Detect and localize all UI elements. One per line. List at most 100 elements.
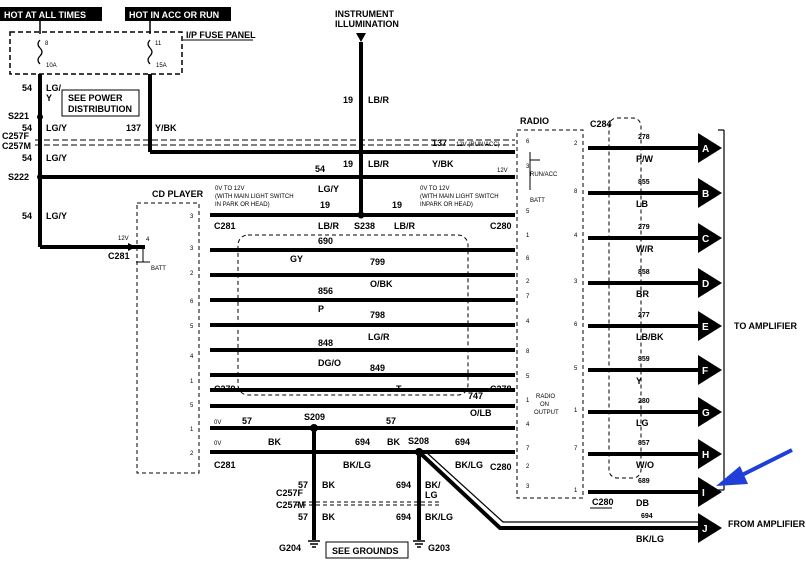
svg-text:15A: 15A (156, 63, 167, 69)
wire-label: T (396, 384, 402, 394)
radio-pin-label: 1 (526, 233, 530, 239)
svg-text:694: 694 (455, 437, 470, 447)
svg-text:694: 694 (396, 480, 411, 490)
svg-text:57: 57 (386, 416, 396, 426)
amp-color-label: LB (636, 199, 648, 209)
svg-text:IN PARK OR HEAD): IN PARK OR HEAD) (215, 202, 270, 208)
splice-s209: S209 (304, 412, 325, 422)
radio-pin-label: 5 (526, 374, 530, 380)
svg-text:19: 19 (343, 95, 353, 105)
connector-arrow-g (698, 397, 722, 427)
radio-pin-label: 3 (574, 279, 578, 285)
svg-text:(WITH MAIN LIGHT SWITCH: (WITH MAIN LIGHT SWITCH (215, 194, 294, 200)
svg-text:0V: 0V (214, 420, 221, 426)
cd-pin-label: 3 (190, 214, 194, 220)
radio-pin-label: 7 (526, 446, 530, 452)
svg-text:694: 694 (396, 512, 411, 522)
svg-text:RUN/ACC: RUN/ACC (530, 172, 558, 178)
fuse-a-icon (37, 39, 43, 65)
amp-color-label: LG (636, 418, 649, 428)
svg-text:4: 4 (146, 237, 150, 243)
svg-text:LB/R: LB/R (368, 159, 389, 169)
connector-letter-a: A (702, 144, 709, 155)
svg-text:137: 137 (432, 138, 447, 148)
amp-circuit-label: 689 (638, 478, 650, 485)
svg-text:19: 19 (320, 200, 330, 210)
connector-arrow-h (698, 439, 722, 469)
radio-pin-label: 3 (526, 164, 530, 170)
svg-text:(WITH MAIN LIGHT SWITCH: (WITH MAIN LIGHT SWITCH (420, 194, 499, 200)
svg-text:54: 54 (22, 123, 32, 133)
hot-all-header (0, 7, 102, 21)
svg-text:8: 8 (45, 41, 49, 47)
wire-label: 856 (318, 286, 333, 296)
svg-text:INPARK OR HEAD): INPARK OR HEAD) (420, 202, 473, 208)
svg-text:LG/Y: LG/Y (46, 123, 67, 133)
amp-color-label: P/W (636, 154, 654, 164)
svg-text:19: 19 (343, 159, 353, 169)
cd-pin-label: 4 (190, 354, 194, 360)
connector-arrow-b (698, 178, 722, 208)
radio-pin-label: 3 (526, 484, 530, 490)
amp-color-label: W/R (636, 244, 654, 254)
wire-label: 798 (370, 310, 385, 320)
radio-pin-label: 2 (526, 279, 530, 285)
svg-text:BK/LG: BK/LG (343, 460, 371, 470)
connector-letter-j: J (702, 524, 708, 535)
svg-text:O/LB: O/LB (470, 408, 492, 418)
instrument-title-1: INSTRUMENT (335, 9, 394, 19)
hot-acc-header (125, 7, 231, 21)
amp-color-label: DB (636, 498, 649, 508)
radio-pin-label: 6 (526, 139, 530, 145)
cd-pin-label: 6 (190, 299, 194, 305)
svg-text:57: 57 (298, 480, 308, 490)
amp-circuit-label: 855 (638, 179, 650, 186)
cd-pin-label: 2 (190, 271, 194, 277)
connector-c257f-bottom: C257F (276, 488, 304, 498)
svg-text:Y/BK: Y/BK (432, 159, 454, 169)
svg-text:11: 11 (155, 41, 162, 47)
svg-text:BK: BK (322, 480, 335, 490)
wire-label: 848 (318, 338, 333, 348)
hot-all-label: HOT AT ALL TIMES (4, 10, 86, 20)
svg-text:LB/R: LB/R (318, 221, 339, 231)
cd-pin-label: 2 (190, 451, 194, 457)
svg-text:19: 19 (392, 200, 402, 210)
cd-player-box (136, 202, 200, 474)
connector-c281-upper: C281 (108, 251, 130, 261)
connector-c278: C278 (490, 384, 512, 394)
radio-pin-label: 7 (526, 294, 530, 300)
svg-text:BK/LG: BK/LG (425, 512, 453, 522)
wire-label: GY (290, 254, 303, 264)
cd-player-title: CD PLAYER (152, 189, 204, 199)
amp-color-label: W/O (636, 460, 654, 470)
radio-pin-label: 1 (526, 398, 530, 404)
annotation-arrow-icon (716, 448, 793, 486)
splice-s221: S221 (8, 111, 29, 121)
radio-pin-label: 6 (574, 322, 578, 328)
svg-text:BK: BK (322, 512, 335, 522)
svg-text:BK: BK (387, 437, 400, 447)
radio-pin-label: 6 (526, 256, 530, 262)
ground-symbol-icon (413, 540, 425, 548)
svg-text:54: 54 (22, 83, 32, 93)
svg-text:LB/R: LB/R (368, 95, 389, 105)
svg-text:LG/Y: LG/Y (46, 211, 67, 221)
connector-letter-c: C (702, 234, 709, 245)
svg-text:57: 57 (298, 512, 308, 522)
instrument-title-2: ILLUMINATION (335, 19, 399, 29)
radio-pin-label: 2 (574, 141, 578, 147)
svg-text:0V TO 12V: 0V TO 12V (420, 186, 449, 192)
amp-circuit-label: 280 (638, 398, 650, 405)
connector-arrow-j (698, 513, 722, 543)
svg-text:LG/: LG/ (46, 83, 61, 93)
connector-letter-d: D (702, 279, 709, 290)
svg-text:12V: 12V (497, 168, 508, 174)
radio-title: RADIO (520, 116, 549, 126)
ground-g204: G204 (279, 543, 301, 553)
svg-text:0V: 0V (214, 441, 221, 447)
wire-label: P (318, 304, 324, 314)
amp-circuit-label: 278 (638, 134, 650, 141)
